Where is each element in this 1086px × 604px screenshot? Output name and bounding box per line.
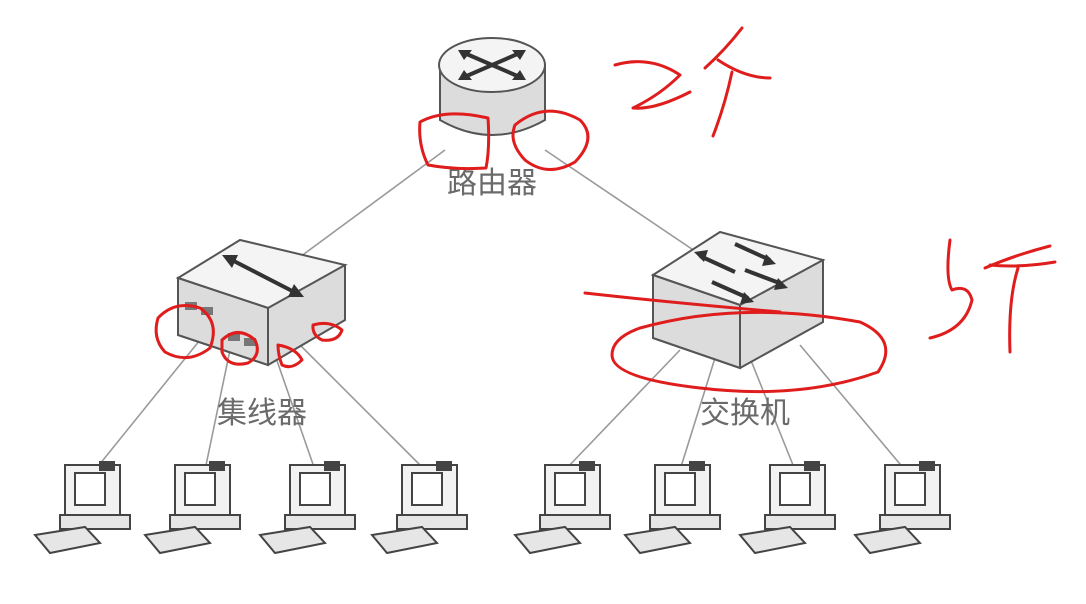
annotation-switch-strike — [583, 291, 782, 314]
annotation-hub-port-4 — [311, 321, 344, 342]
computer-icon — [144, 460, 241, 554]
router-icon — [438, 37, 546, 136]
annotation-hub-port-2 — [220, 331, 259, 366]
computer-icon — [514, 460, 611, 554]
annotation-hub-port-3 — [276, 343, 304, 369]
computer-icon — [259, 460, 356, 554]
computer-icon — [371, 460, 468, 554]
annotation-router-port-right — [511, 109, 590, 171]
annotation-switch-ellipse — [610, 310, 888, 394]
link-hub-pc1 — [94, 339, 201, 471]
link-switch-pc5 — [564, 349, 681, 471]
annotation-router-count — [613, 26, 772, 138]
link-switch-pc7 — [749, 357, 796, 471]
annotation-hub-port-1 — [154, 304, 215, 360]
link-hub-pc4 — [299, 344, 426, 471]
switch-icon — [650, 230, 826, 370]
link-router-switch — [544, 149, 721, 269]
computer-icon — [739, 460, 836, 554]
router-label: 路由器 — [447, 166, 537, 201]
annotation-switch-count — [928, 238, 1057, 354]
computers — [34, 460, 951, 554]
link-switch-pc6 — [679, 357, 716, 471]
computer-icon — [854, 460, 951, 554]
links — [94, 149, 906, 471]
handwritten-annotations — [154, 26, 1057, 394]
link-router-hub — [284, 149, 446, 269]
switch-label: 交换机 — [700, 396, 790, 431]
computer-icon — [34, 460, 131, 554]
link-hub-pc3 — [274, 354, 316, 471]
hub-icon — [175, 238, 348, 367]
annotation-router-port-left — [418, 112, 491, 171]
link-switch-pc8 — [799, 344, 906, 471]
hub-label: 集线器 — [217, 396, 307, 431]
link-hub-pc2 — [204, 349, 231, 471]
computer-icon — [624, 460, 721, 554]
